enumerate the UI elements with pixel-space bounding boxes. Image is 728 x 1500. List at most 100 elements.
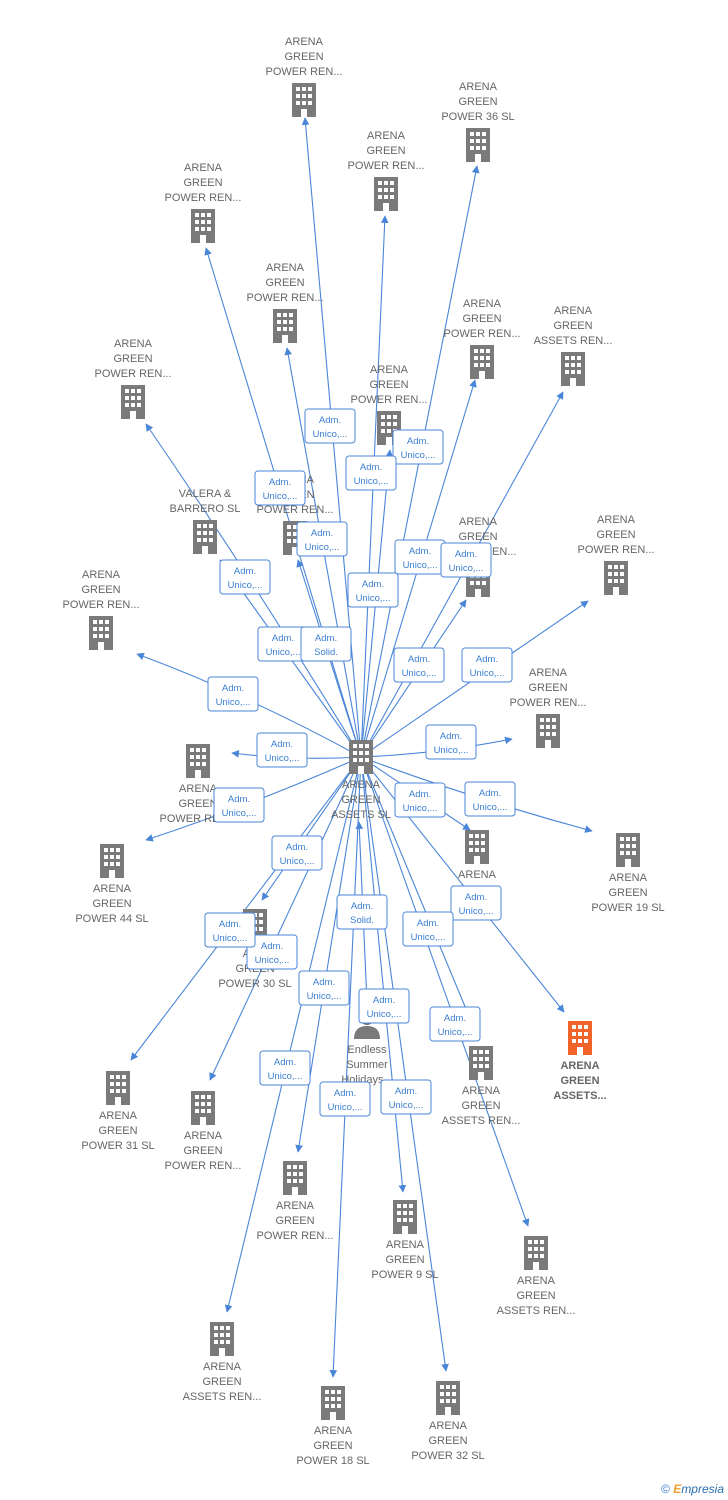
- node-label-line: BARRERO SL: [170, 503, 241, 515]
- node-label-line: GREEN: [284, 51, 323, 63]
- edge-label-7[interactable]: Adm.Unico,...: [347, 572, 399, 608]
- edge-label-16[interactable]: Adm.Unico,...: [213, 787, 265, 823]
- edge-label-4[interactable]: Adm.Unico,...: [296, 521, 348, 557]
- building-icon: [465, 830, 489, 864]
- edge-label-text: Solid.: [350, 915, 374, 926]
- edge-label-0[interactable]: Adm.Unico,...: [304, 408, 356, 444]
- edge-label-20[interactable]: Adm.Unico,...: [450, 885, 502, 921]
- edge-label-10[interactable]: Adm.Solid.: [300, 626, 352, 662]
- edge-label-text: Unico,...: [434, 745, 469, 756]
- node-label-line: POWER REN...: [256, 1230, 333, 1242]
- edge-label-1[interactable]: Adm.Unico,...: [392, 429, 444, 465]
- edge-label-19[interactable]: Adm.Unico,...: [271, 835, 323, 871]
- node-label-line: GREEN: [183, 177, 222, 189]
- edge-label-box: [204, 912, 256, 948]
- edge-label-25[interactable]: Adm.Unico,...: [402, 911, 454, 947]
- edge-label-box: [300, 626, 352, 662]
- node-label-line: ASSETS SL: [331, 809, 391, 821]
- edge-label-box: [402, 911, 454, 947]
- edge-label-text: Adm.: [444, 1013, 466, 1024]
- edge-label-14[interactable]: Adm.Unico,...: [256, 732, 308, 768]
- node-label-line: ARENA: [517, 1275, 556, 1287]
- edge-label-13[interactable]: Adm.Unico,...: [207, 676, 259, 712]
- edge-label-5[interactable]: Adm.Unico,...: [394, 539, 446, 575]
- edge-label-text: Adm.: [408, 654, 430, 665]
- edge-label-3[interactable]: Adm.Unico,...: [254, 470, 306, 506]
- node-label-line: GREEN: [458, 96, 497, 108]
- edge-label-12[interactable]: Adm.Unico,...: [461, 647, 513, 683]
- brand-logo: Empresia: [673, 1482, 724, 1496]
- building-icon: [466, 128, 490, 162]
- node-label-line: POWER 18 SL: [296, 1455, 369, 1467]
- building-icon: [292, 83, 316, 117]
- node-label-line: GREEN: [528, 682, 567, 694]
- node-n21[interactable]: ARENAGREENASSETS...: [553, 1021, 607, 1102]
- edge-label-18[interactable]: Adm.Unico,...: [464, 781, 516, 817]
- edge-n29: [224, 756, 362, 1313]
- edge-label-text: Adm.: [269, 477, 291, 488]
- edge-label-15[interactable]: Adm.Unico,...: [425, 724, 477, 760]
- edge-label-box: [246, 934, 298, 970]
- edge-label-6[interactable]: Adm.Unico,...: [440, 542, 492, 578]
- node-n11[interactable]: VALERA &BARRERO SL: [170, 488, 241, 554]
- edge-label-30[interactable]: Adm.Unico,...: [380, 1079, 432, 1115]
- edge-label-23[interactable]: Adm.Unico,...: [246, 934, 298, 970]
- building-icon: [536, 714, 560, 748]
- node-label-line: POWER REN...: [350, 394, 427, 406]
- building-icon: [604, 561, 628, 595]
- edge-label-27[interactable]: Adm. Unico,...: [429, 1006, 481, 1042]
- edge-label-26[interactable]: Adm.Unico,...: [358, 988, 410, 1024]
- node-label-line: ARENA: [458, 869, 497, 881]
- edge-label-2[interactable]: Adm.Unico,...: [345, 455, 397, 491]
- node-label-line: ARENA: [529, 667, 568, 679]
- building-icon: [100, 844, 124, 878]
- edge-label-11[interactable]: Adm.Unico,...: [393, 647, 445, 683]
- edge-label-29[interactable]: Adm.Unico,...: [319, 1081, 371, 1117]
- edge-label-22[interactable]: Adm.Solid.: [336, 894, 388, 930]
- edge-label-box: [207, 676, 259, 712]
- edge-label-text: Unico,...: [438, 1027, 473, 1038]
- edge-n25: [209, 756, 362, 1081]
- edge-label-24[interactable]: Adm.Unico,...: [298, 970, 350, 1006]
- node-label-line: GREEN: [313, 1440, 352, 1452]
- node-label-line: GREEN: [461, 1100, 500, 1112]
- edge-labels-layer: Adm. Unico,... Adm. Unico,... Adm. Unico,... A…: [204, 408, 516, 1117]
- edge-label-28[interactable]: Adm.Unico,...: [259, 1050, 311, 1086]
- credit: © Empresia: [661, 1482, 724, 1496]
- edge-label-9[interactable]: Adm.Unico,...: [257, 626, 309, 662]
- edge-label-text: Unico,...: [356, 593, 391, 604]
- building-icon: [349, 740, 373, 774]
- edge-label-8[interactable]: Adm.Unico,...: [219, 559, 271, 595]
- edge-label-31[interactable]: Adm.Unico,...: [204, 912, 256, 948]
- edge-label-box: [319, 1081, 371, 1117]
- node-label-line: POWER REN...: [94, 368, 171, 380]
- node-label-line: GREEN: [178, 798, 217, 810]
- edge-label-17[interactable]: Adm.Unico,...: [394, 782, 446, 818]
- building-icon: [374, 177, 398, 211]
